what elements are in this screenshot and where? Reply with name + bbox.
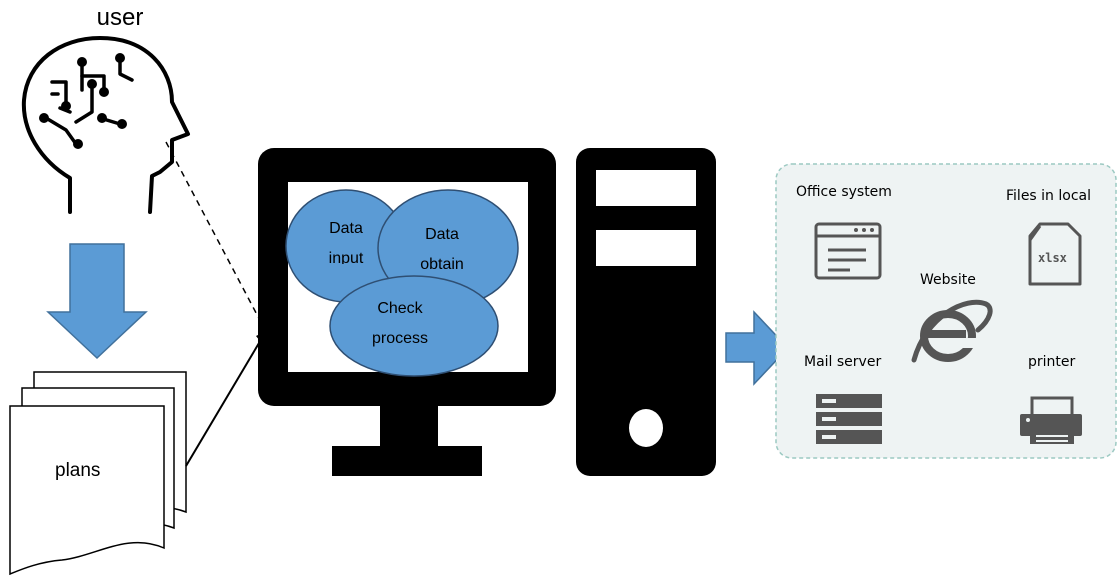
printer-icon bbox=[1020, 396, 1082, 444]
plans-to-computer-arrow bbox=[185, 337, 263, 467]
xlsx-badge: xlsx bbox=[1038, 251, 1067, 265]
user-label: user bbox=[96, 4, 144, 31]
data-obtain-line1: Data bbox=[425, 226, 459, 243]
check-process-line1: Check bbox=[377, 300, 423, 317]
mail-server-label: Mail server bbox=[804, 354, 882, 370]
data-obtain-line2: obtain bbox=[420, 256, 464, 270]
check-process-text: Check process bbox=[362, 294, 438, 348]
data-input-line2: input bbox=[328, 250, 364, 264]
server-icon bbox=[816, 394, 882, 444]
right-arrow bbox=[725, 310, 790, 386]
plans-label: plans bbox=[55, 460, 101, 481]
data-input-line1: Data bbox=[329, 220, 363, 237]
website-label: Website bbox=[920, 272, 976, 288]
office-system-label: Office system bbox=[796, 184, 892, 200]
pc-tower-icon bbox=[576, 148, 716, 476]
head-circuit-icon bbox=[21, 36, 190, 214]
down-arrow bbox=[46, 243, 148, 360]
browser-window-icon bbox=[814, 222, 882, 280]
check-process-line2: process bbox=[371, 330, 429, 347]
printer-label: printer bbox=[1028, 354, 1076, 370]
check-process-ellipse bbox=[329, 275, 499, 377]
internet-explorer-icon bbox=[911, 299, 993, 363]
files-in-local-label: Files in local bbox=[1006, 188, 1092, 204]
document-stack-icon bbox=[9, 371, 187, 576]
data-input-text: Data input bbox=[316, 214, 376, 264]
xlsx-file-icon bbox=[1028, 222, 1082, 286]
data-obtain-text: Data obtain bbox=[410, 220, 474, 270]
user-to-computer-dashed-line bbox=[165, 141, 265, 329]
